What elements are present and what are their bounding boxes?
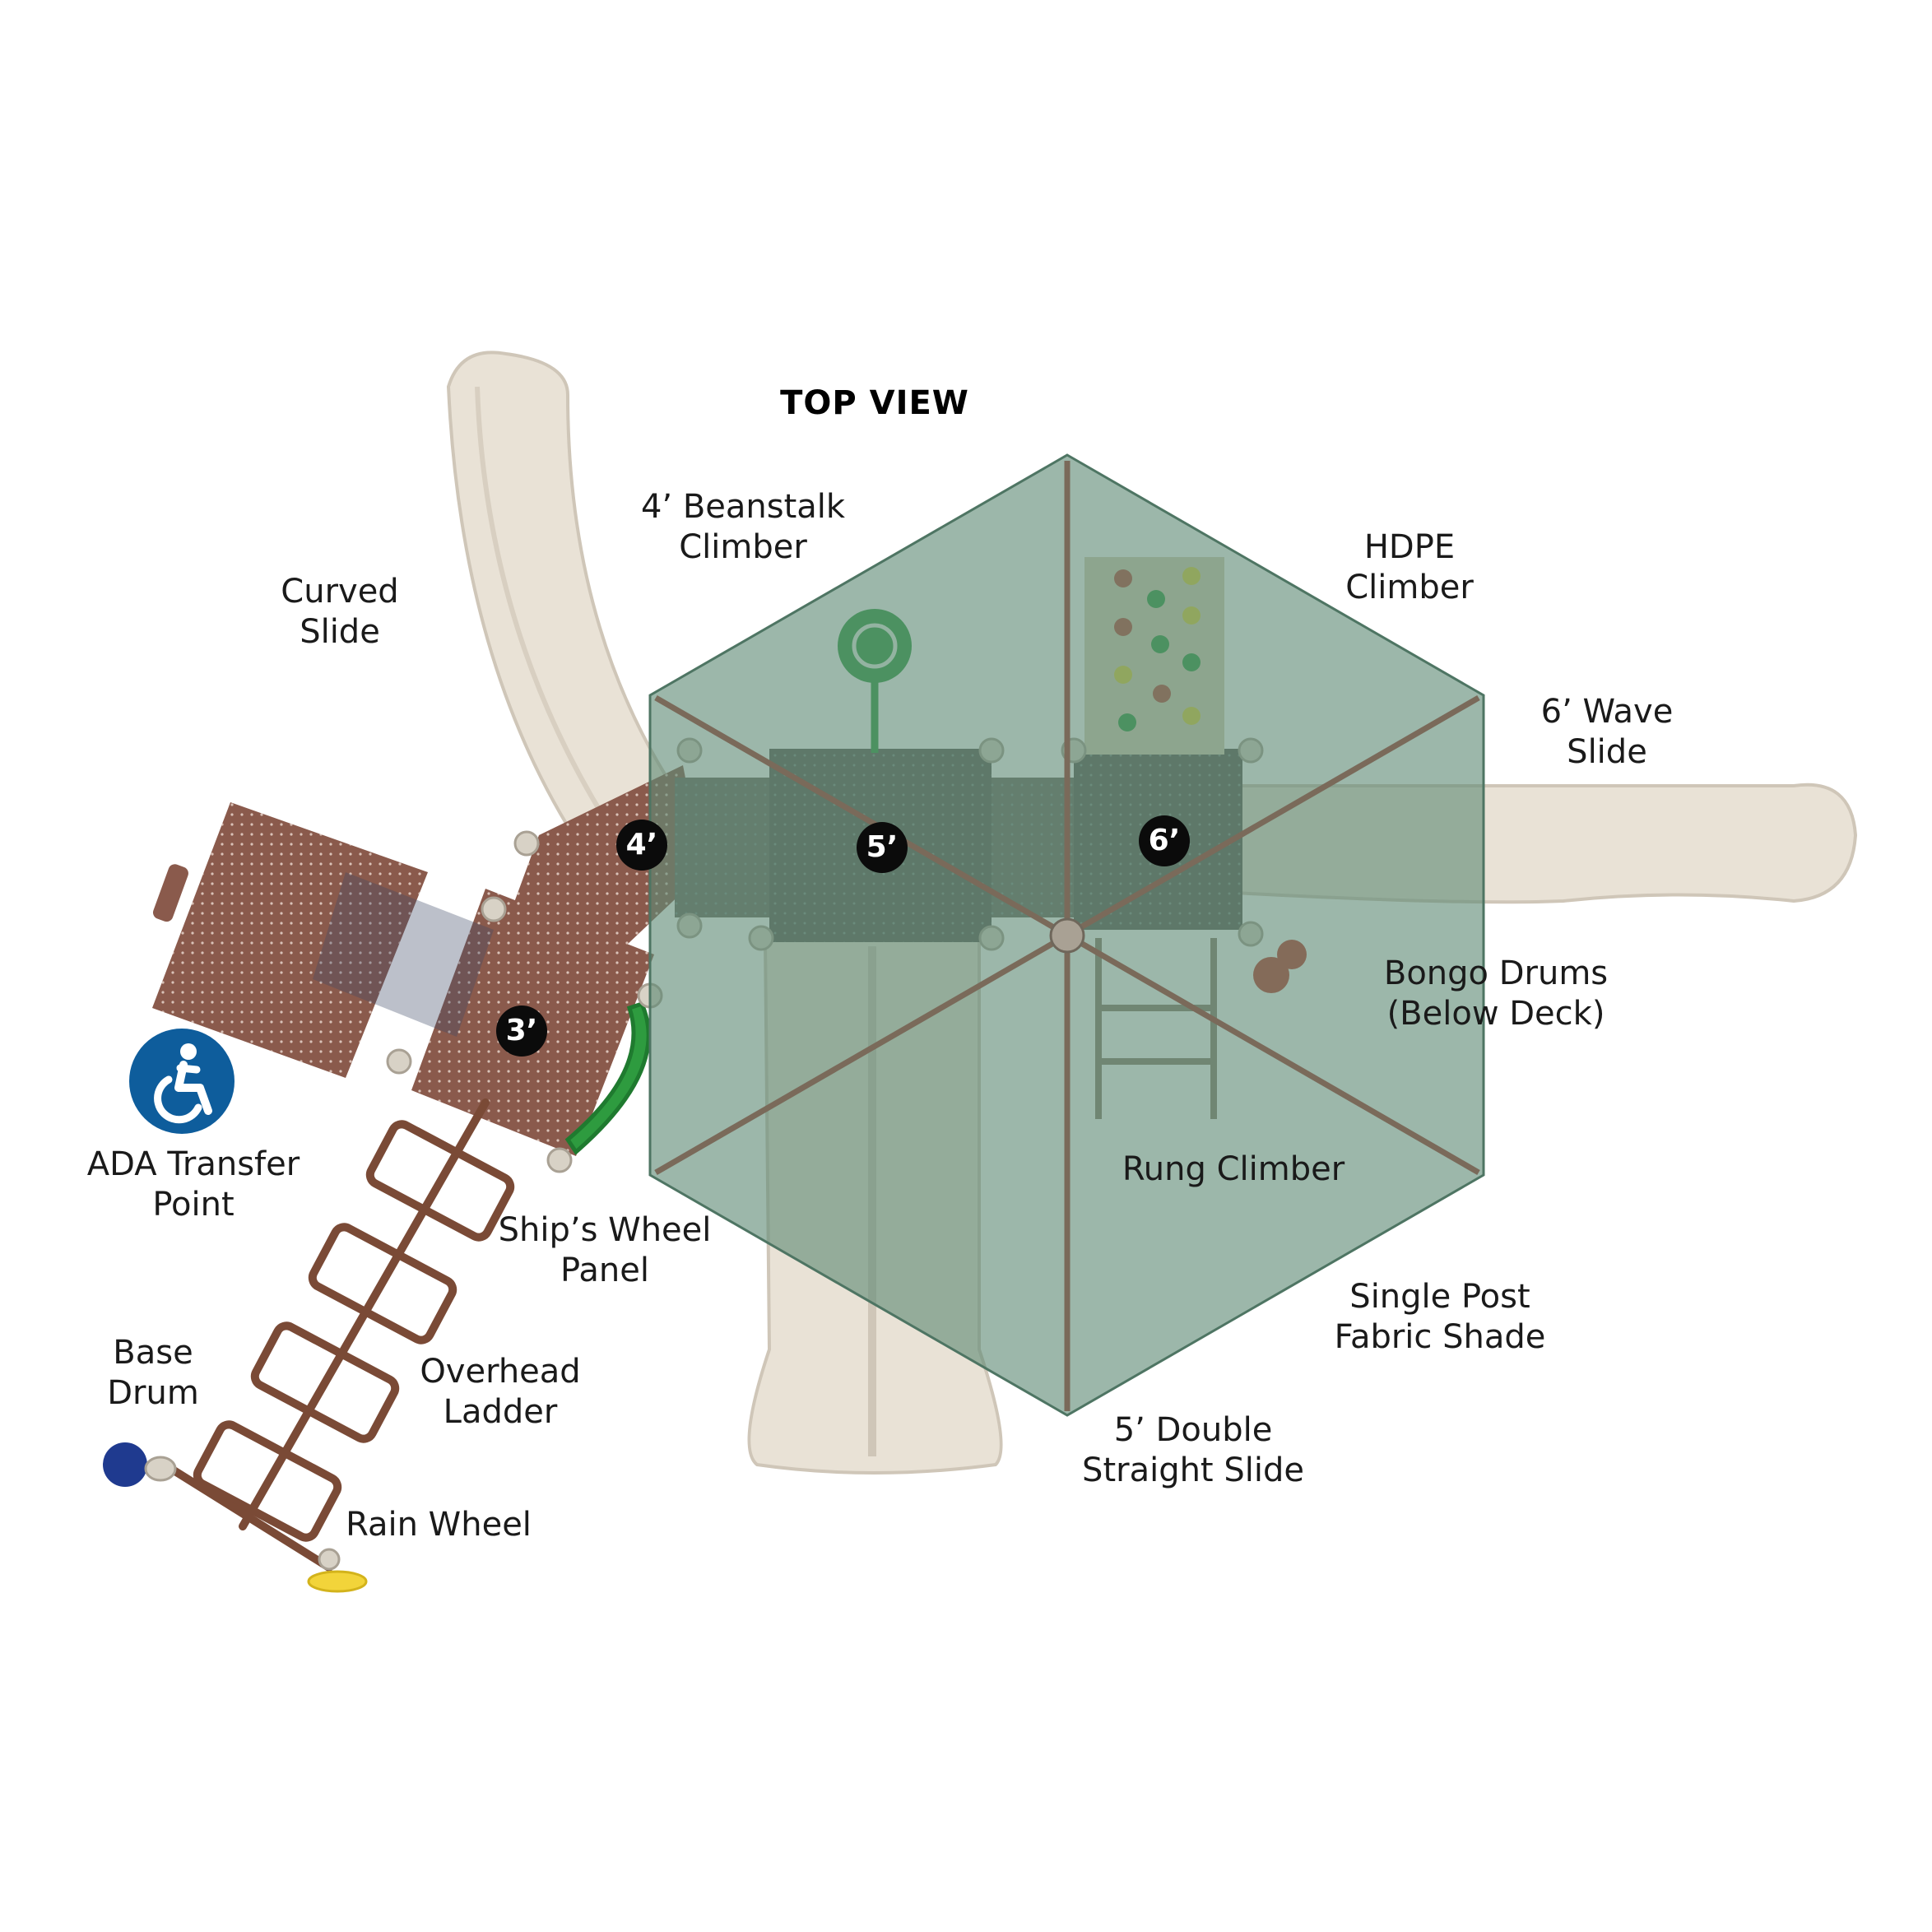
shade-post <box>1049 917 1085 954</box>
height-badge-6: 6’ <box>1139 815 1190 866</box>
ships-wheel-panel <box>564 1001 651 1155</box>
height-badge-5: 5’ <box>857 822 908 873</box>
rain-wheel <box>307 1570 368 1593</box>
accessibility-icon <box>129 1029 235 1134</box>
label-bongo-drums: Bongo Drums(Below Deck) <box>1383 954 1609 1033</box>
height-badge-3: 3’ <box>496 1005 547 1057</box>
label-rain-wheel: Rain Wheel <box>346 1506 532 1544</box>
height-badge-4: 4’ <box>616 820 667 871</box>
label-rung-climber: Rung Climber <box>1122 1150 1345 1188</box>
base-drum <box>103 1442 147 1487</box>
diagram-title: TOP VIEW <box>780 384 969 422</box>
overhead-ladder <box>160 1098 515 1572</box>
curved-slide <box>446 351 677 842</box>
